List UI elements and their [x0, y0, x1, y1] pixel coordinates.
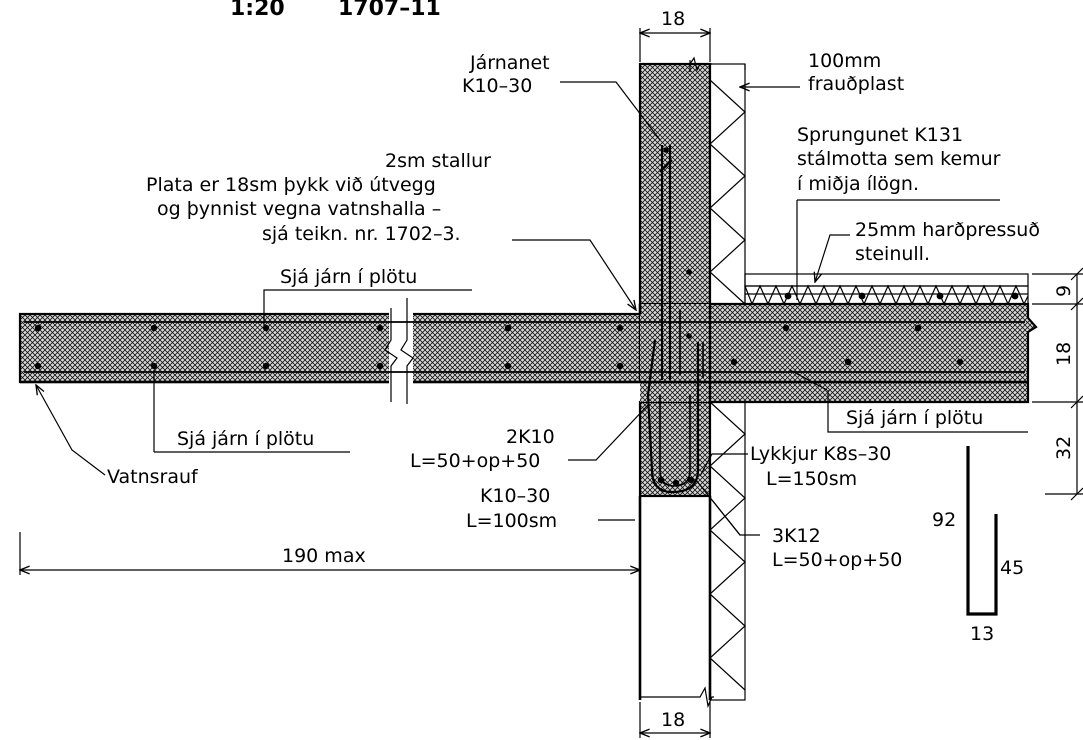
label-fraudplast-1: 100mm — [808, 50, 881, 72]
drawing-number: 1707–11 — [338, 0, 441, 21]
label-vatnsrauf: Vatnsrauf — [107, 466, 199, 488]
dim-loop-45: 45 — [1000, 557, 1024, 579]
label-k10-30: K10–30 — [480, 485, 550, 507]
label-steinull-1: 25mm harðpressuð — [855, 219, 1040, 241]
dim-loop-92: 92 — [932, 509, 956, 531]
drawing-scale: 1:20 — [230, 0, 285, 21]
dimension-lines — [20, 28, 1083, 738]
dim-loop-13: 13 — [970, 623, 994, 645]
rebar-lines — [24, 60, 1025, 494]
label-stallur-4: sjá teikn. nr. 1702–3. — [262, 223, 461, 245]
label-3k12: 3K12 — [772, 525, 821, 547]
label-stallur-1: 2sm stallur — [385, 150, 491, 172]
rebar-dots — [34, 147, 1019, 487]
label-2k10-length: L=50+op+50 — [410, 450, 540, 472]
label-sja-jarn-top: Sjá járn í plötu — [280, 266, 417, 288]
label-sprungunet-2: stálmotta sem kemur — [797, 148, 1001, 170]
label-sprungunet-1: Sprungunet K131 — [797, 124, 963, 146]
dim-32: 32 — [1053, 436, 1075, 460]
concrete-slab — [18, 298, 1038, 404]
label-sja-jarn-right: Sjá járn í plötu — [846, 407, 983, 429]
dim-18: 18 — [1053, 342, 1075, 366]
loop-bar-shape — [966, 446, 998, 616]
label-sja-jarn-left: Sjá járn í plötu — [177, 428, 314, 450]
label-fraudplast-2: frauðplast — [808, 73, 904, 95]
label-sprungunet-3: í miðja ílögn. — [797, 173, 919, 195]
label-lykkjur: Lykkjur K8s–30 — [750, 443, 891, 465]
floor-screed-and-insulation — [744, 273, 1029, 306]
label-jarnanet-1: Járnanet — [469, 52, 550, 74]
label-jarnanet-2: K10–30 — [462, 75, 532, 97]
label-stallur-2: Plata er 18sm þykk við útvegg — [146, 174, 436, 196]
dim-9: 9 — [1053, 285, 1075, 297]
label-k10-30-length: L=100sm — [466, 510, 557, 532]
label-steinull-2: steinull. — [855, 243, 930, 265]
leader-lines — [36, 81, 1028, 536]
label-stallur-3: og þynnist vegna vatnshalla – — [157, 198, 441, 220]
dim-wall-bottom: 18 — [661, 709, 685, 731]
label-3k12-length: L=50+op+50 — [772, 549, 902, 571]
label-2k10: 2K10 — [506, 426, 555, 448]
dim-span: 190 max — [282, 545, 366, 567]
label-lykkjur-length: L=150sm — [766, 468, 857, 490]
dim-wall-top: 18 — [661, 8, 685, 30]
